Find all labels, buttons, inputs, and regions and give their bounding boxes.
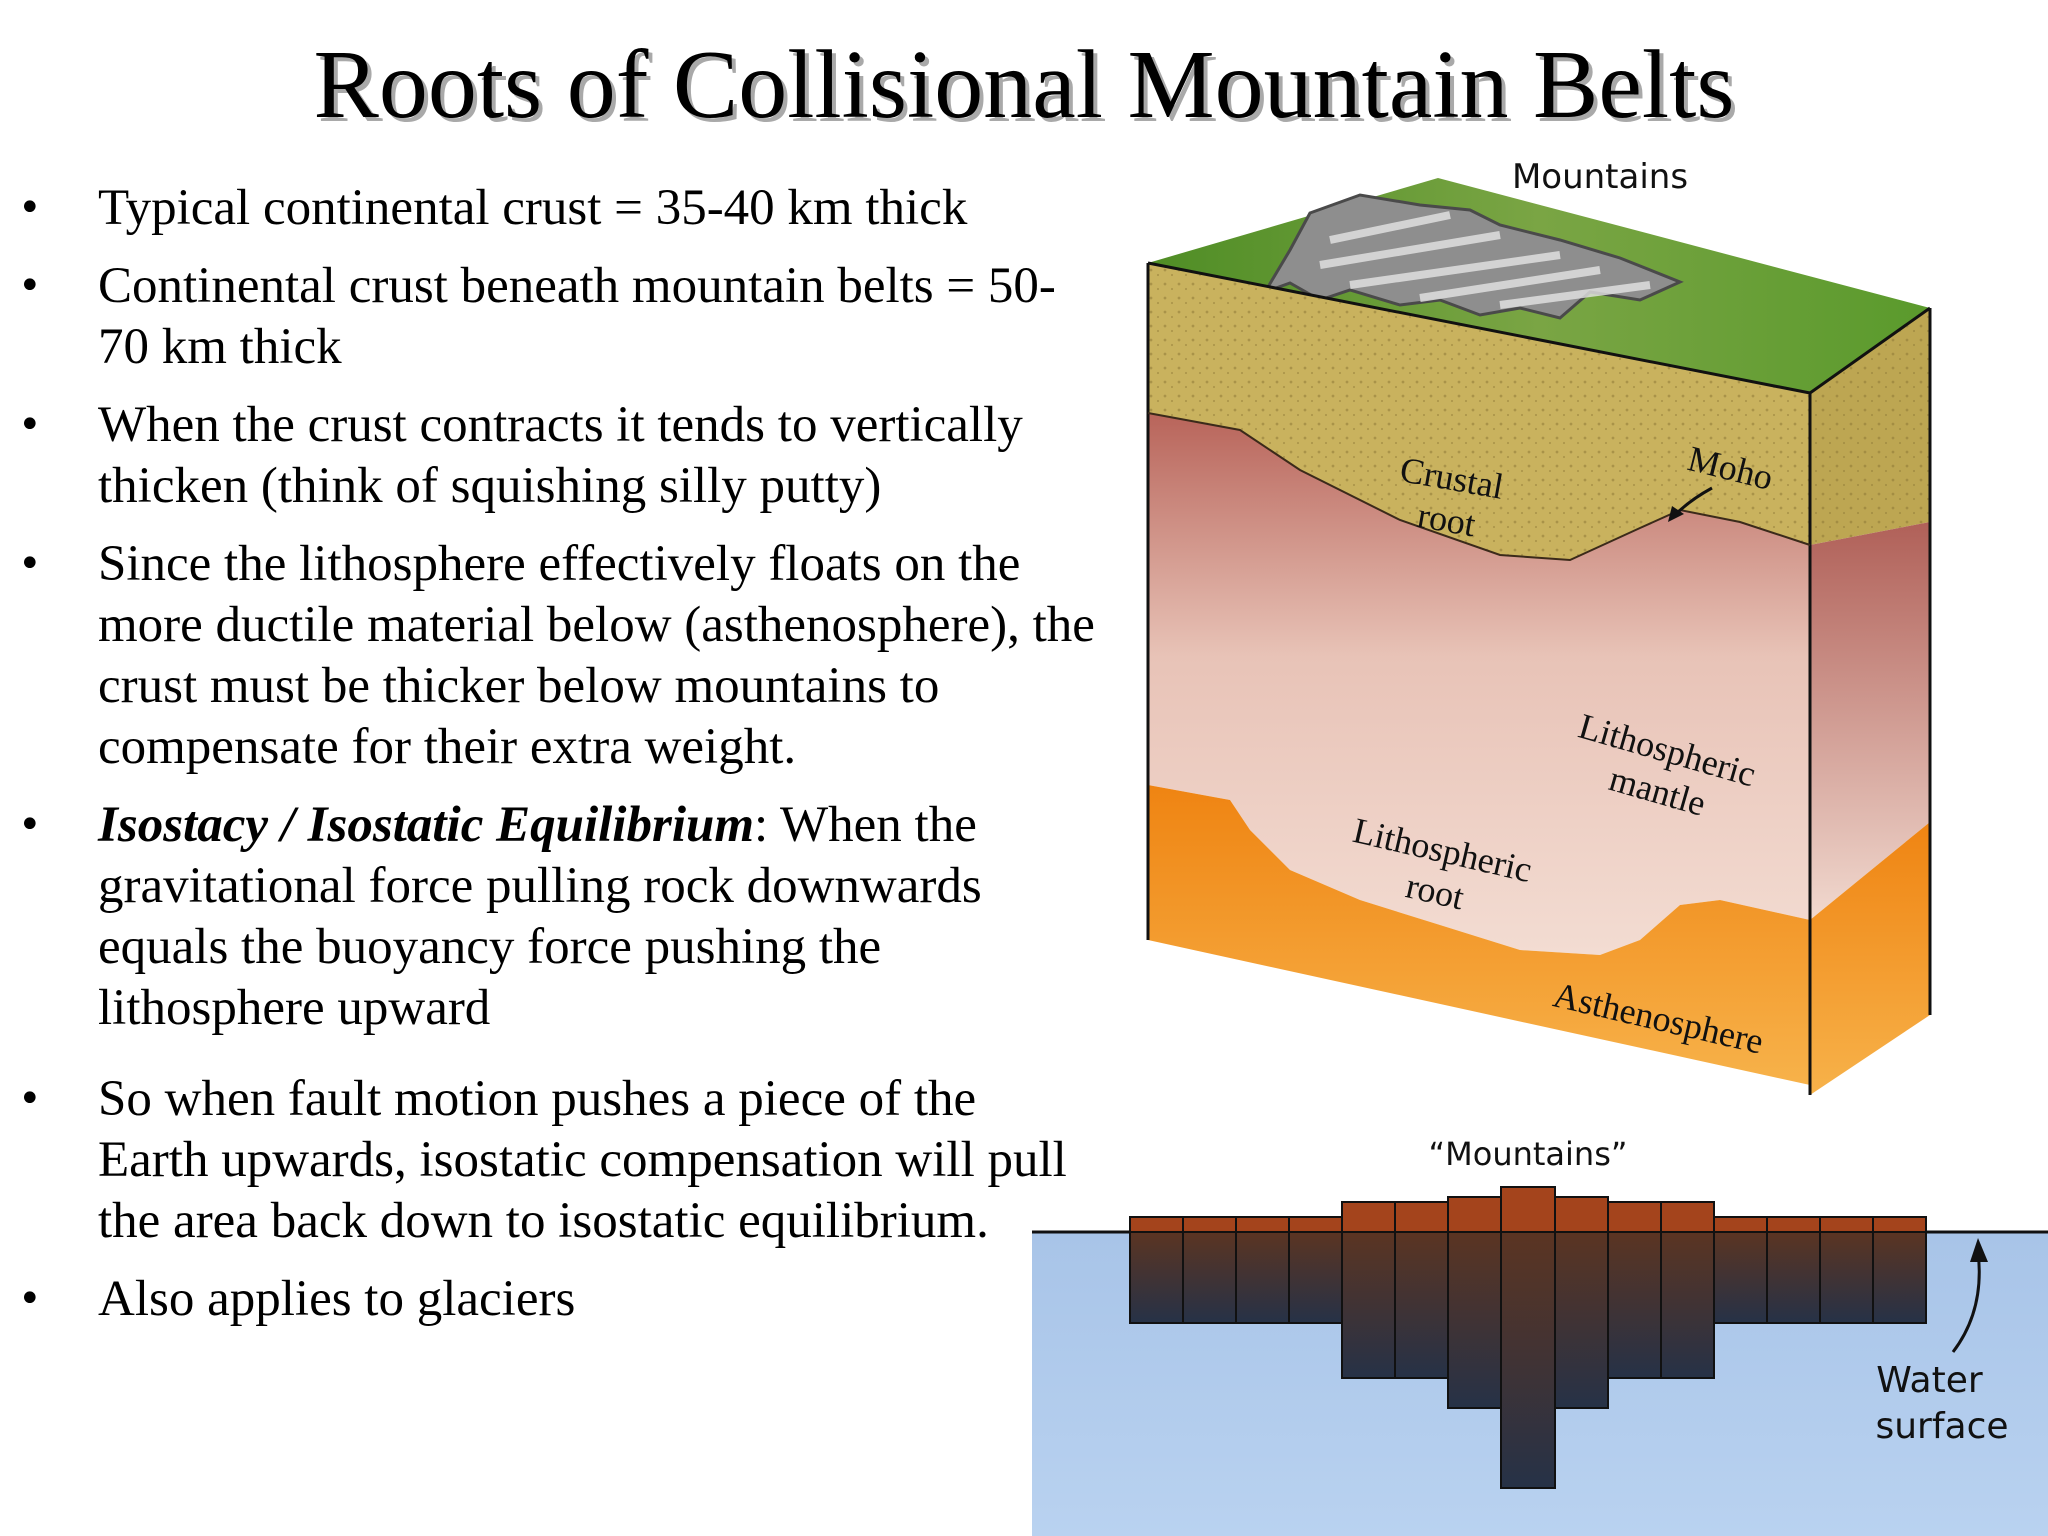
bullet-item: When the crust contracts it tends to ver… xyxy=(18,395,1098,517)
block-above-water xyxy=(1713,1216,1768,1233)
block-above-water xyxy=(1500,1186,1556,1233)
block-above-water xyxy=(1235,1216,1290,1233)
bullet-item: Since the lithosphere effectively floats… xyxy=(18,534,1098,778)
block-submerged xyxy=(1288,1231,1343,1324)
block-submerged xyxy=(1129,1231,1184,1324)
block-edges xyxy=(1146,261,1932,1095)
block-above-water xyxy=(1660,1201,1715,1233)
block-above-water xyxy=(1554,1196,1609,1233)
moho-line xyxy=(1147,412,1811,562)
block-submerged xyxy=(1235,1231,1290,1324)
bullet-text: Also applies to glaciers xyxy=(98,1271,576,1327)
mountain-streaks xyxy=(1319,211,1651,309)
block-submerged xyxy=(1819,1231,1874,1324)
label-water-surface: Water surface xyxy=(1875,1360,2008,1447)
water-arrowhead xyxy=(1970,1238,1988,1262)
side-asthenosphere xyxy=(1810,822,1930,1095)
asthenosphere-layer xyxy=(1148,785,1810,1085)
block-above-water xyxy=(1394,1201,1449,1233)
bullet-list: Typical continental crust = 35-40 km thi… xyxy=(18,178,1098,1347)
bullet-item: Isostacy / Isostatic Equilibrium: When t… xyxy=(18,795,1098,1039)
isostasy-float-diagram: “Mountains” Water surface xyxy=(1032,1135,2048,1536)
block-above-water xyxy=(1288,1216,1343,1233)
block-submerged xyxy=(1554,1231,1609,1409)
bullet-text: When the crust contracts it tends to ver… xyxy=(98,397,1023,514)
block-submerged xyxy=(1766,1231,1821,1324)
block-above-water xyxy=(1341,1201,1396,1233)
block-above-water xyxy=(1819,1216,1874,1233)
bullet-item: So when fault motion pushes a piece of t… xyxy=(18,1069,1098,1252)
bullet-text: : When the gravitational force pulling r… xyxy=(98,797,982,1036)
mountain-ridge xyxy=(1261,193,1684,320)
bullet-item: Also applies to glaciers xyxy=(18,1269,1098,1330)
block-above-water xyxy=(1607,1201,1662,1233)
lithospheric-mantle-layer xyxy=(1148,413,1810,955)
slide-title: Roots of Collisional Mountain Belts xyxy=(313,31,1735,139)
block-submerged xyxy=(1394,1231,1449,1379)
block-submerged xyxy=(1607,1231,1662,1379)
water-arrow xyxy=(1951,1251,1981,1353)
block-submerged xyxy=(1713,1231,1768,1324)
label-float-mountains: “Mountains” xyxy=(1429,1135,1628,1173)
bullet-item: Typical continental crust = 35-40 km thi… xyxy=(18,178,1098,239)
block-submerged xyxy=(1182,1231,1237,1324)
block-above-water xyxy=(1129,1216,1184,1233)
label-mountains: Mountains xyxy=(1512,157,1688,197)
bullet-text: Continental crust beneath mountain belts… xyxy=(98,258,1056,375)
moho-arrowhead xyxy=(1668,506,1684,522)
block-submerged xyxy=(1447,1231,1502,1409)
floating-blocks xyxy=(1129,1186,1927,1489)
side-mantle xyxy=(1810,522,1930,920)
isostacy-term: Isostacy / Isostatic Equilibrium xyxy=(98,797,755,853)
block-submerged xyxy=(1341,1231,1396,1379)
bullet-text: Typical continental crust = 35-40 km thi… xyxy=(98,180,968,236)
block-above-water xyxy=(1766,1216,1821,1233)
lithosphere-block-diagram: Mountains Crustal root Moho Lithospheric… xyxy=(1146,157,1932,1095)
bullet-item: Continental crust beneath mountain belts… xyxy=(18,256,1098,378)
bullet-text: Since the lithosphere effectively floats… xyxy=(98,536,1095,775)
block-submerged xyxy=(1660,1231,1715,1379)
bullet-text: So when fault motion pushes a piece of t… xyxy=(98,1071,1067,1249)
block-above-water xyxy=(1872,1216,1927,1233)
block-above-water xyxy=(1182,1216,1237,1233)
block-submerged xyxy=(1872,1231,1927,1324)
block-submerged xyxy=(1500,1231,1556,1489)
block-above-water xyxy=(1447,1196,1502,1233)
